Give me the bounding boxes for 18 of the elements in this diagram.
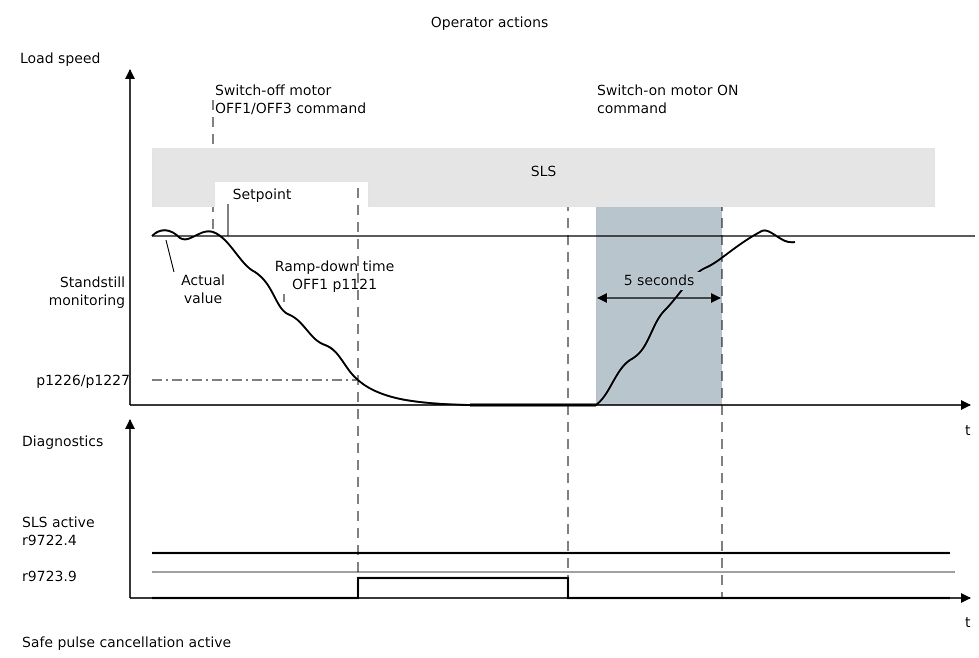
band-label: SLS xyxy=(530,163,558,181)
axis-label: Standstill monitoring xyxy=(48,274,125,310)
signal-label: Safe pulse cancellation active xyxy=(22,634,232,652)
axis-label: Load speed xyxy=(20,50,102,68)
signal-label: SLS active r9722.4 xyxy=(22,514,96,550)
axis-label: Diagnostics xyxy=(22,433,104,451)
callout-label: Actual value xyxy=(168,272,238,308)
title: Operator actions xyxy=(430,14,550,32)
callout-label: Ramp-down time OFF1 p1121 xyxy=(272,258,397,294)
callout-label: Setpoint xyxy=(222,186,302,204)
band xyxy=(152,148,935,207)
signal-label: r9723.9 xyxy=(22,568,78,586)
leader-line xyxy=(166,240,174,272)
axis-label: p1226/p1227 xyxy=(35,372,130,390)
axis-label: t xyxy=(965,422,972,440)
annotation: Switch-off motor OFF1/OFF3 command xyxy=(215,82,368,118)
axis-label: t xyxy=(965,614,972,632)
annotation: Switch-on motor ON command xyxy=(597,82,740,118)
